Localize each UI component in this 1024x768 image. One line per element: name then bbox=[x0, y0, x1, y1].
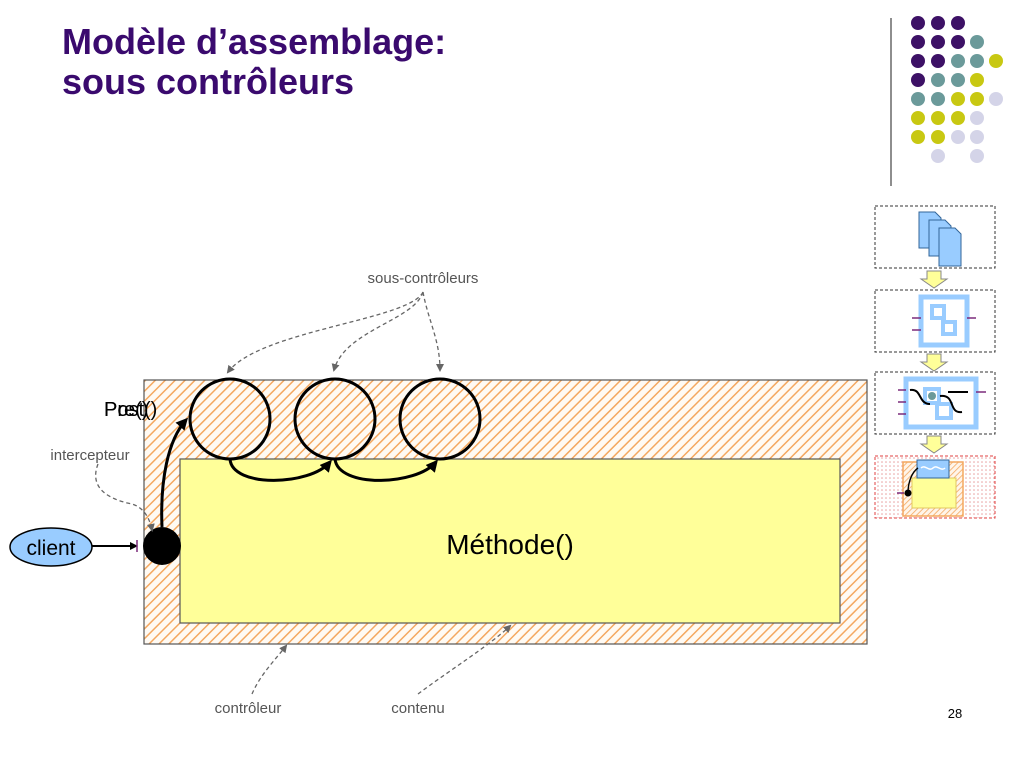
sub-controller-2 bbox=[293, 377, 377, 461]
binding-icon bbox=[898, 376, 986, 430]
sous-controleurs-label: sous-contrôleurs bbox=[368, 270, 479, 287]
annotation-arrows bbox=[95, 291, 512, 695]
documents-icon bbox=[918, 211, 962, 267]
annotation-arrow-sub1 bbox=[226, 291, 424, 374]
sub-controllers bbox=[188, 377, 482, 461]
down-arrow-icon bbox=[919, 435, 949, 454]
annotation-arrow-sub3 bbox=[422, 291, 444, 372]
sub-controller-1 bbox=[188, 377, 272, 461]
component-icon bbox=[912, 294, 976, 348]
down-arrow-icon bbox=[919, 353, 949, 372]
content-box bbox=[179, 458, 841, 624]
page-number: 28 bbox=[948, 706, 962, 721]
interceptor-dot bbox=[143, 527, 181, 565]
intercepteur-label: intercepteur bbox=[50, 447, 129, 464]
methode-label: Méthode() bbox=[446, 529, 574, 560]
client-label: client bbox=[26, 537, 75, 560]
post-label: Post() bbox=[104, 399, 157, 421]
chain-arrow-2 bbox=[333, 458, 438, 482]
slide-title: Modèle d’assemblage: sous contrôleurs bbox=[62, 22, 446, 102]
controleur-label: contrôleur bbox=[215, 700, 282, 717]
decorative-dot-grid bbox=[911, 16, 1003, 163]
contenu-label: contenu bbox=[391, 700, 444, 717]
annotation-arrow-controleur bbox=[251, 644, 288, 695]
annotation-arrow-intercepteur bbox=[95, 463, 155, 532]
controller-thumbnail-icon bbox=[897, 459, 964, 517]
down-arrow-icon bbox=[919, 270, 949, 289]
pre-label: Pre() bbox=[104, 399, 148, 421]
thumbnail-sequence bbox=[874, 205, 996, 519]
title-line-2: sous contrôleurs bbox=[62, 61, 355, 102]
title-line-1: Modèle d’assemblage: bbox=[62, 21, 447, 62]
chain-arrow-1 bbox=[228, 458, 332, 482]
interceptor-arrow bbox=[160, 417, 189, 528]
sub-controller-3 bbox=[398, 377, 482, 461]
annotation-arrow-sub2 bbox=[331, 291, 424, 372]
